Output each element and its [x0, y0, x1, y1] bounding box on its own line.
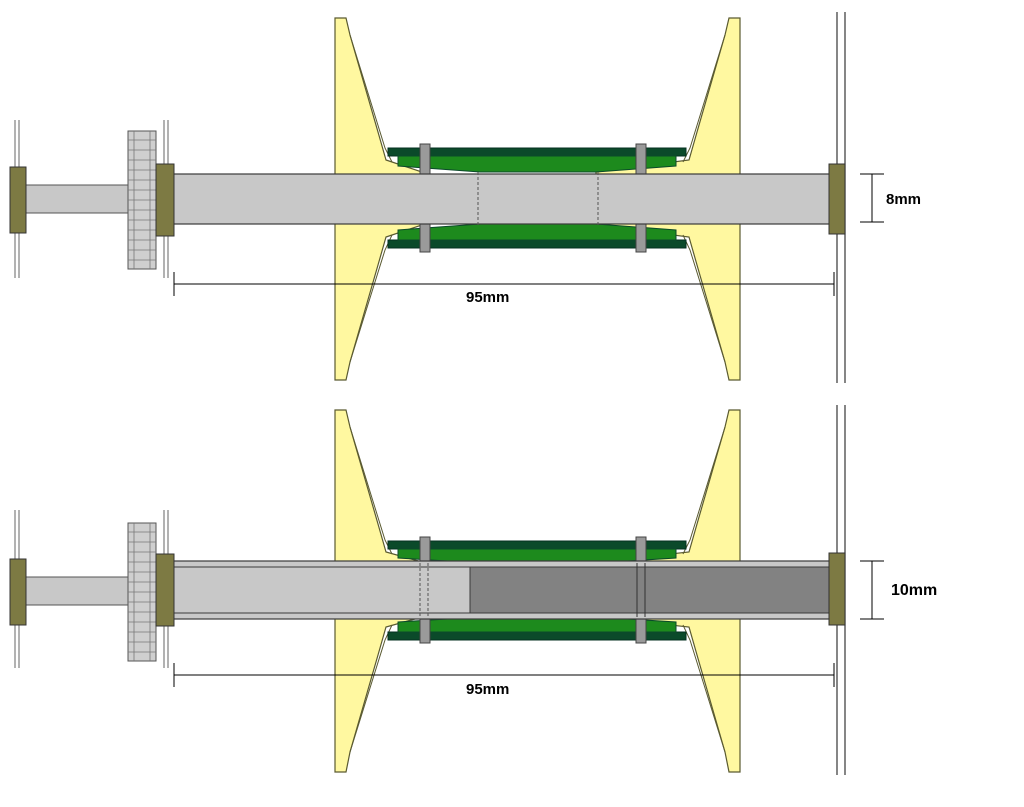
stub-shaft — [25, 576, 131, 606]
bearing — [828, 552, 846, 626]
assembly-top: 8mm 95mm — [9, 12, 921, 383]
length-dimension — [173, 272, 835, 296]
stub-shaft — [25, 184, 131, 214]
bearing — [9, 166, 27, 234]
diameter-dimension — [860, 173, 884, 223]
assembly-bottom: 10mm 95mm — [9, 405, 937, 775]
shaft-length-label: 95mm — [466, 681, 509, 698]
gear-teeth — [128, 523, 156, 661]
bearing — [155, 553, 175, 627]
bolt — [635, 221, 647, 253]
bearing — [155, 163, 175, 237]
gear-teeth — [128, 131, 156, 269]
main-shaft-light-section — [173, 566, 471, 614]
bolt — [419, 221, 431, 253]
bolt — [419, 143, 431, 175]
hub-top — [397, 155, 677, 173]
bearing — [9, 558, 27, 626]
shaft-length-label: 95mm — [466, 289, 509, 306]
main-shaft-dark-section — [469, 566, 831, 614]
bolt — [635, 143, 647, 175]
diameter-dimension — [860, 560, 884, 620]
bearing — [828, 163, 846, 235]
hub-bottom — [397, 223, 677, 241]
shaft-diameter-label: 10mm — [891, 582, 937, 599]
length-dimension — [173, 663, 835, 687]
main-shaft — [171, 173, 833, 225]
shaft-diameter-label: 8mm — [886, 191, 921, 208]
